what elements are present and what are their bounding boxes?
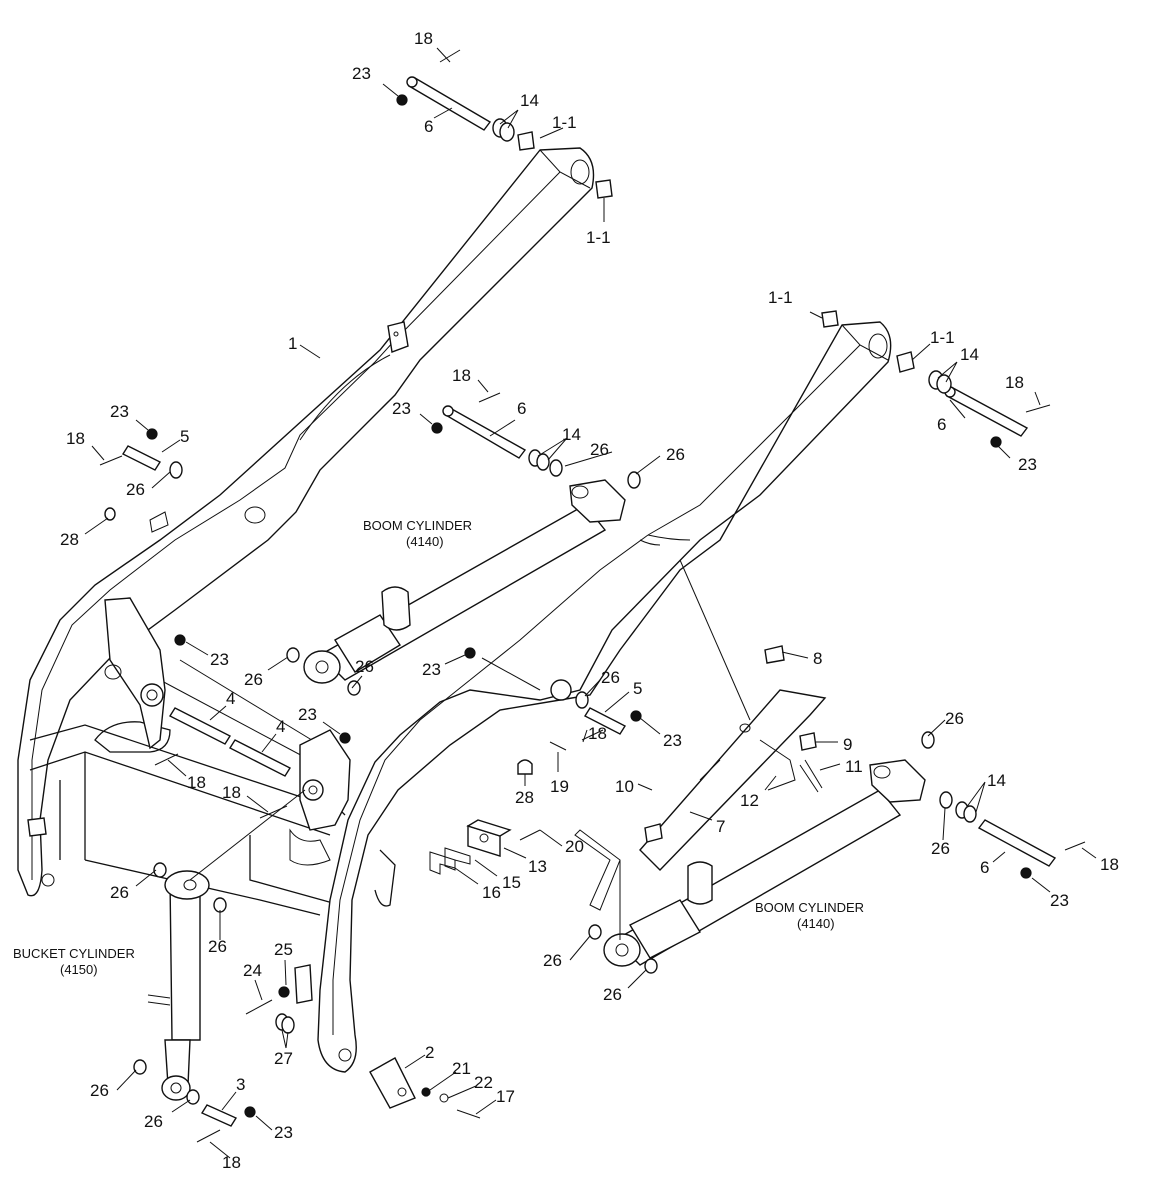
callout-5: 5 bbox=[180, 427, 189, 446]
callout-26: 26 bbox=[601, 668, 620, 687]
callout-12: 12 bbox=[740, 791, 759, 810]
callout-15: 15 bbox=[502, 873, 521, 892]
callout-23: 23 bbox=[663, 731, 682, 750]
callout-23: 23 bbox=[210, 650, 229, 669]
callout-18: 18 bbox=[1100, 855, 1119, 874]
callout-17: 17 bbox=[496, 1087, 515, 1106]
callout-18: 18 bbox=[452, 366, 471, 385]
callout-7: 7 bbox=[716, 817, 725, 836]
callout-26: 26 bbox=[208, 937, 227, 956]
captions: BOOM CYLINDER (4140) BOOM CYLINDER (4140… bbox=[13, 518, 864, 977]
callout-23: 23 bbox=[298, 705, 317, 724]
callout-26: 26 bbox=[126, 480, 145, 499]
callout-23: 23 bbox=[422, 660, 441, 679]
callout-4: 4 bbox=[226, 689, 235, 708]
callout-28: 28 bbox=[515, 788, 534, 807]
callout-4: 4 bbox=[276, 717, 285, 736]
callout-18: 18 bbox=[1005, 373, 1024, 392]
callout-2: 2 bbox=[425, 1043, 434, 1062]
bucket-cylinder-code: (4150) bbox=[60, 962, 98, 977]
callout-28: 28 bbox=[60, 530, 79, 549]
callout-22: 22 bbox=[474, 1073, 493, 1092]
callout-26: 26 bbox=[543, 951, 562, 970]
callout-20: 20 bbox=[565, 837, 584, 856]
bucket-cylinder-caption: BUCKET CYLINDER bbox=[13, 946, 135, 961]
callout-1-1: 1-1 bbox=[586, 228, 611, 247]
callout-14: 14 bbox=[960, 345, 979, 364]
callout-14: 14 bbox=[562, 425, 581, 444]
callout-26: 26 bbox=[355, 657, 374, 676]
callout-8: 8 bbox=[813, 649, 822, 668]
bucket-cylinder bbox=[147, 870, 210, 1101]
callout-1-1: 1-1 bbox=[930, 328, 955, 347]
callout-6: 6 bbox=[517, 399, 526, 418]
callout-5: 5 bbox=[633, 679, 642, 698]
callout-26: 26 bbox=[931, 839, 950, 858]
callout-25: 25 bbox=[274, 940, 293, 959]
boom-cylinder-caption: BOOM CYLINDER bbox=[755, 900, 864, 915]
callout-19: 19 bbox=[550, 777, 569, 796]
left-loader-arm bbox=[17, 147, 595, 897]
callout-6: 6 bbox=[424, 117, 433, 136]
callout-18: 18 bbox=[222, 783, 241, 802]
boom-cylinder-right bbox=[603, 759, 926, 967]
callout-23: 23 bbox=[352, 64, 371, 83]
callout-23: 23 bbox=[110, 402, 129, 421]
callout-26: 26 bbox=[90, 1081, 109, 1100]
boom-cylinder-caption: BOOM CYLINDER bbox=[363, 518, 472, 533]
callout-10: 10 bbox=[615, 777, 634, 796]
callout-26: 26 bbox=[244, 670, 263, 689]
callout-1: 1 bbox=[288, 334, 297, 353]
callout-18: 18 bbox=[222, 1153, 241, 1172]
boom-cylinder-code: (4140) bbox=[797, 916, 835, 931]
boom-cylinder-code: (4140) bbox=[406, 534, 444, 549]
callout-21: 21 bbox=[452, 1059, 471, 1078]
callout-18: 18 bbox=[588, 724, 607, 743]
callout-6: 6 bbox=[980, 858, 989, 877]
callout-23: 23 bbox=[392, 399, 411, 418]
callout-9: 9 bbox=[843, 735, 852, 754]
callout-26: 26 bbox=[144, 1112, 163, 1131]
callout-26: 26 bbox=[945, 709, 964, 728]
callout-11: 11 bbox=[845, 757, 863, 776]
callout-14: 14 bbox=[520, 91, 539, 110]
callout-14: 14 bbox=[987, 771, 1006, 790]
callout-1-1: 1-1 bbox=[552, 113, 577, 132]
callout-18: 18 bbox=[66, 429, 85, 448]
callout-23: 23 bbox=[274, 1123, 293, 1142]
callout-26: 26 bbox=[666, 445, 685, 464]
small-parts bbox=[99, 49, 1086, 1143]
callout-26: 26 bbox=[590, 440, 609, 459]
leader-lines bbox=[84, 47, 1097, 1159]
callout-6: 6 bbox=[937, 415, 946, 434]
callout-18: 18 bbox=[414, 29, 433, 48]
callouts: 18 23 14 6 1-1 1-1 1-1 1-1 14 18 6 23 1 … bbox=[60, 29, 1119, 1172]
callout-16: 16 bbox=[482, 883, 501, 902]
callout-3: 3 bbox=[236, 1075, 245, 1094]
callout-23: 23 bbox=[1050, 891, 1069, 910]
boom-cylinder-centre bbox=[303, 479, 626, 684]
callout-26: 26 bbox=[110, 883, 129, 902]
callout-24: 24 bbox=[243, 961, 262, 980]
right-loader-arm bbox=[317, 321, 892, 1073]
callout-26: 26 bbox=[603, 985, 622, 1004]
callout-23: 23 bbox=[1018, 455, 1037, 474]
callout-27: 27 bbox=[274, 1049, 293, 1068]
callout-13: 13 bbox=[528, 857, 547, 876]
cross-frame bbox=[29, 597, 396, 916]
callout-1-1: 1-1 bbox=[768, 288, 793, 307]
callout-18: 18 bbox=[187, 773, 206, 792]
